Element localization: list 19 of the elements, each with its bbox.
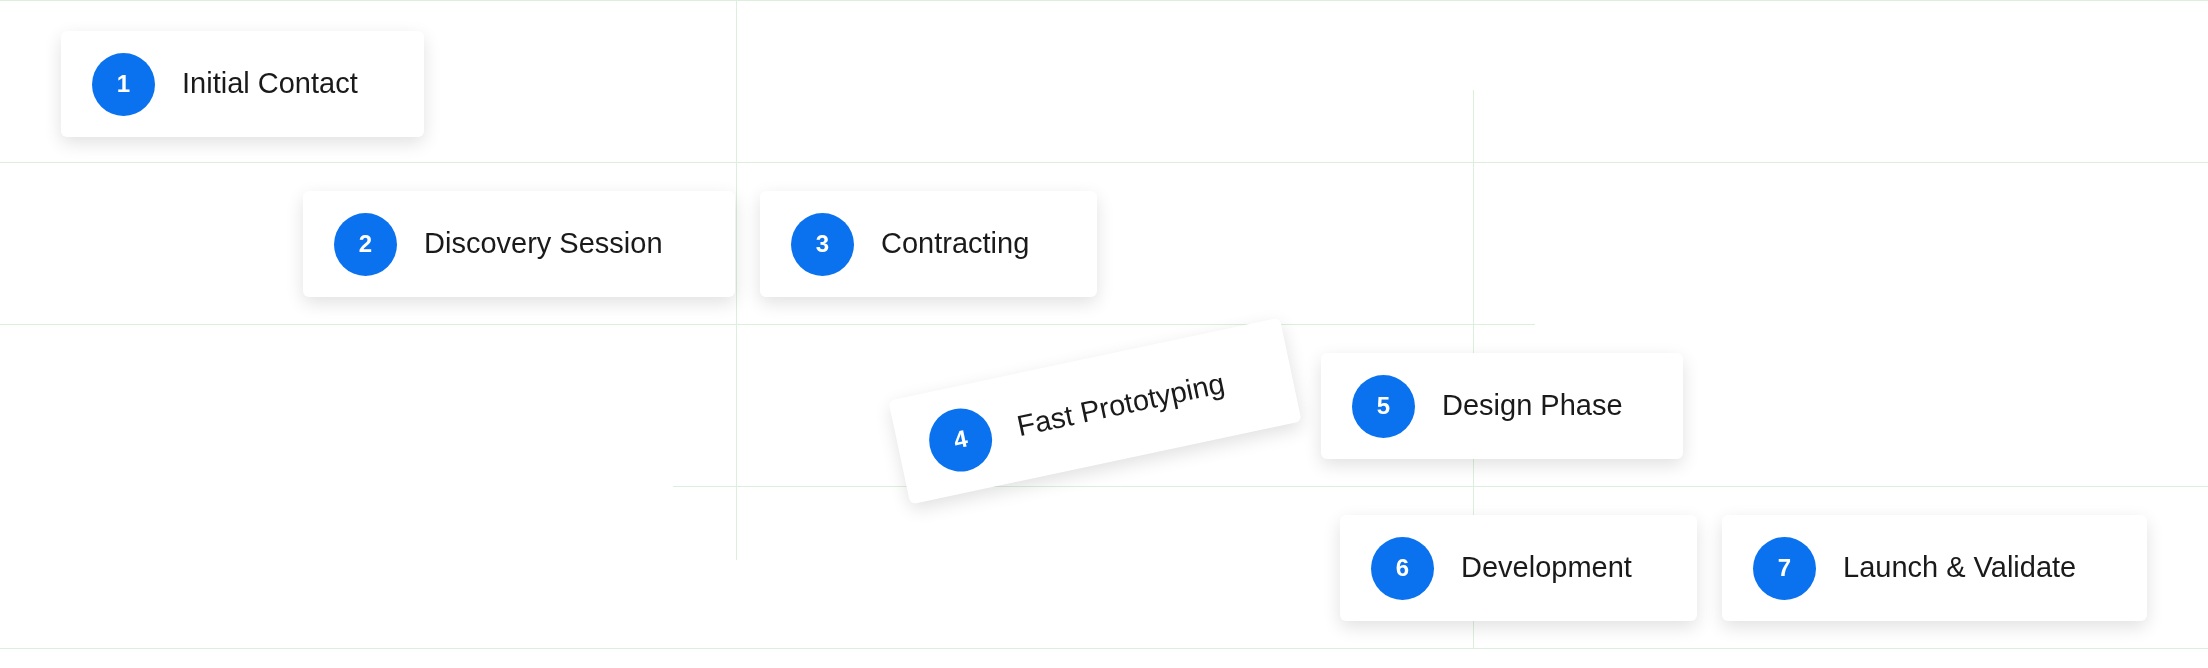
- step-title: Design Phase: [1442, 388, 1623, 424]
- step-title: Initial Contact: [182, 66, 358, 102]
- step-number: 2: [334, 212, 397, 276]
- step-title: Fast Prototyping: [1013, 366, 1229, 445]
- step-title: Development: [1461, 550, 1632, 586]
- step-card: [303, 191, 735, 297]
- step-title: Contracting: [881, 226, 1030, 262]
- step-number: 3: [791, 212, 854, 276]
- step-number: 7: [1753, 536, 1816, 600]
- step-card: [1321, 353, 1683, 459]
- step-card: [1340, 515, 1697, 621]
- step-card: [760, 191, 1097, 297]
- step-card: [61, 31, 424, 137]
- step-card: [1722, 515, 2147, 621]
- step-number: 1: [92, 52, 155, 116]
- step-number: 5: [1352, 374, 1415, 438]
- step-title: Launch & Validate: [1843, 550, 2077, 586]
- step-number: 6: [1371, 536, 1434, 600]
- step-title: Discovery Session: [424, 226, 663, 262]
